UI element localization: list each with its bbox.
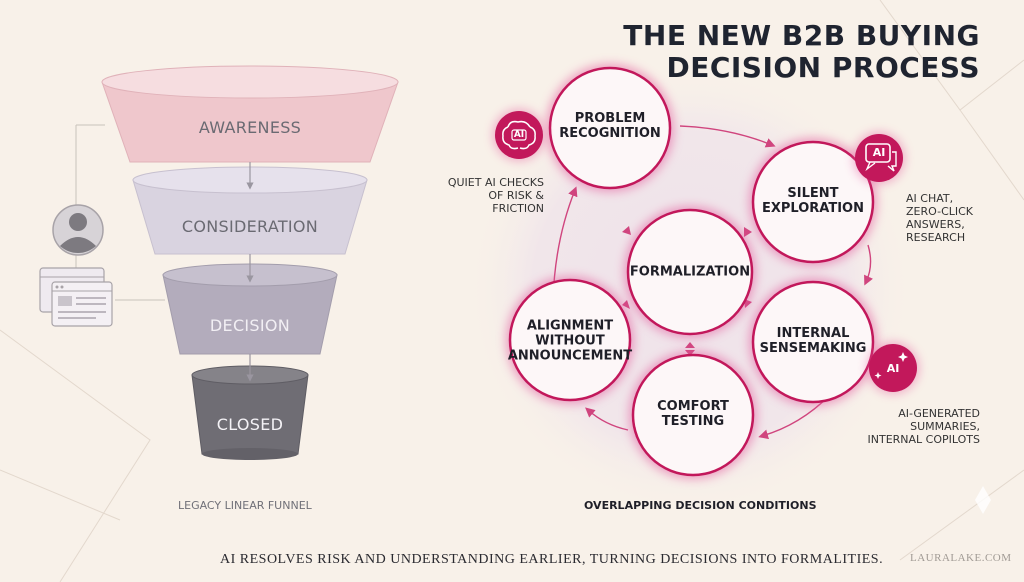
funnel-caption: LEGACY LINEAR FUNNEL <box>178 499 312 512</box>
page-title-line1: THE NEW B2B BUYING <box>623 19 980 52</box>
node-label-internal-sensemaking: INTERNAL SENSEMAKING <box>759 326 867 356</box>
funnel-label-awareness: AWARENESS <box>198 118 302 137</box>
funnel-label-closed: CLOSED <box>216 415 284 434</box>
node-label-comfort-testing: COMFORT TESTING <box>657 399 729 429</box>
funnel-label-decision: DECISION <box>209 316 291 335</box>
funnel-stage-closed <box>191 365 309 460</box>
ai-chat-icon-text: AI <box>872 146 886 159</box>
footer-tagline: AI RESOLVES RISK AND UNDERSTANDING EARLI… <box>220 552 884 567</box>
cycle-caption: OVERLAPPING DECISION CONDITIONS <box>584 499 817 512</box>
funnel-label-consideration: CONSIDERATION <box>181 217 319 236</box>
node-silent-exploration <box>749 138 877 266</box>
user-avatar-icon <box>52 204 104 256</box>
funnel-stage-consideration <box>132 166 368 255</box>
browser-windows-icon <box>39 267 113 327</box>
ai-chat-icon <box>853 132 905 184</box>
note-ai-chat: AI CHAT, ZERO-CLICK ANSWERS, RESEARCH <box>906 192 974 244</box>
page-title-line2: DECISION PROCESS <box>666 51 980 84</box>
ai-brain-icon-text: AI <box>513 130 525 140</box>
cycle-nodes <box>506 64 877 479</box>
sparkle-decoration-icon <box>975 486 991 514</box>
node-label-silent-exploration: SILENT EXPLORATION <box>761 186 865 216</box>
node-comfort-testing <box>629 351 757 479</box>
note-ai-generated: AI-GENERATED SUMMARIES, INTERNAL COPILOT… <box>867 407 980 446</box>
ai-brain-icon <box>493 109 545 161</box>
note-quiet-ai-checks: QUIET AI CHECKS OF RISK & FRICTION <box>447 176 544 215</box>
page-title: THE NEW B2B BUYING DECISION PROCESS <box>623 20 980 84</box>
node-problem-recognition <box>546 64 674 192</box>
node-alignment <box>506 276 634 404</box>
node-formalization <box>624 206 756 338</box>
ai-sparkle-icon-text: AI <box>886 362 900 375</box>
funnel-stage-awareness <box>101 65 399 163</box>
node-label-problem-recognition: PROBLEM RECOGNITION <box>559 111 661 141</box>
node-internal-sensemaking <box>749 278 877 406</box>
ai-sparkle-icon <box>867 342 919 394</box>
node-label-formalization: FORMALIZATION <box>629 264 751 280</box>
node-label-alignment: ALIGNMENT WITHOUT ANNOUNCEMENT <box>507 318 633 364</box>
legacy-funnel <box>101 65 399 460</box>
brand-url: LAURALAKE.COM <box>910 552 1012 564</box>
